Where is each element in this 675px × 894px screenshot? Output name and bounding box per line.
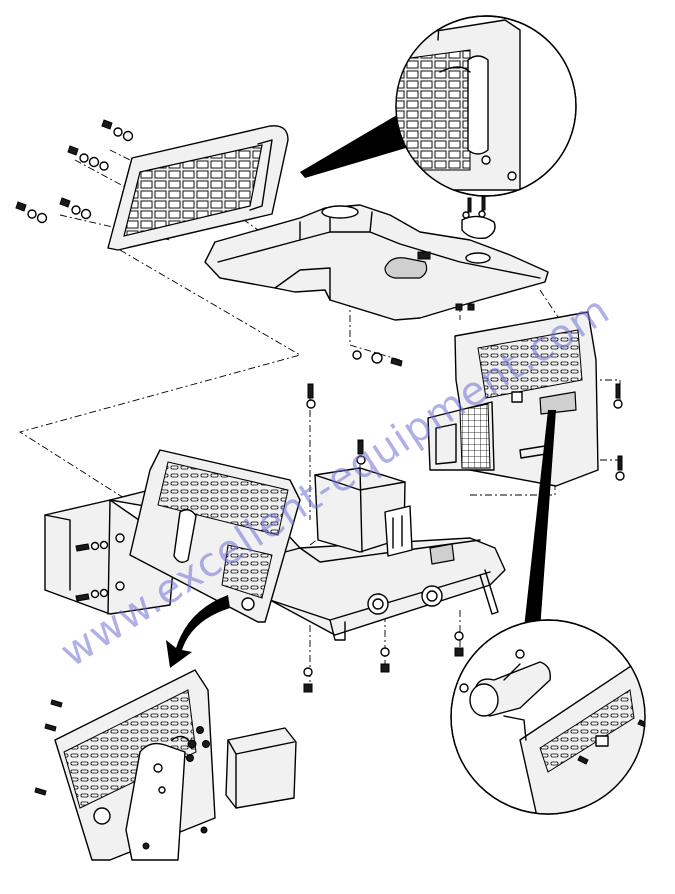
side-panel-bolts <box>613 383 625 481</box>
front-grill-panel <box>107 125 289 251</box>
support-block <box>225 727 297 809</box>
detail-callout-top <box>300 15 577 197</box>
engine-hood-cover <box>204 204 549 321</box>
swing-arrow <box>166 595 230 668</box>
air-filter-element <box>427 401 495 471</box>
left-side-panel <box>129 449 301 623</box>
engine-bracket <box>314 467 455 565</box>
frame-bolts <box>303 383 464 693</box>
grill-panel-bolts <box>15 119 134 224</box>
lower-panel-screws <box>34 699 210 850</box>
hood-fasteners <box>352 195 496 367</box>
mounting-bracket <box>125 735 191 861</box>
